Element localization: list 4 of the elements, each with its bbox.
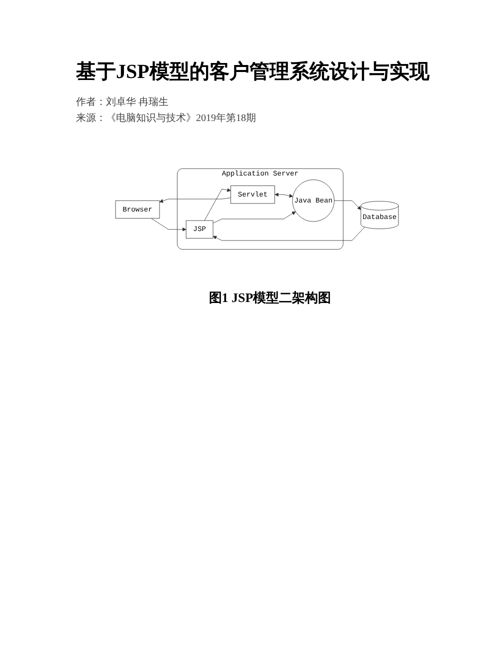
author-line: 作者：刘卓华 冉瑞生 (76, 96, 170, 110)
figure-caption: 图1 JSP模型二架构图 (208, 289, 332, 307)
source-line: 来源：《电脑知识与技术》2019年第18期 (76, 112, 256, 126)
article-title: 基于JSP模型的客户管理系统设计与实现 (76, 60, 430, 85)
